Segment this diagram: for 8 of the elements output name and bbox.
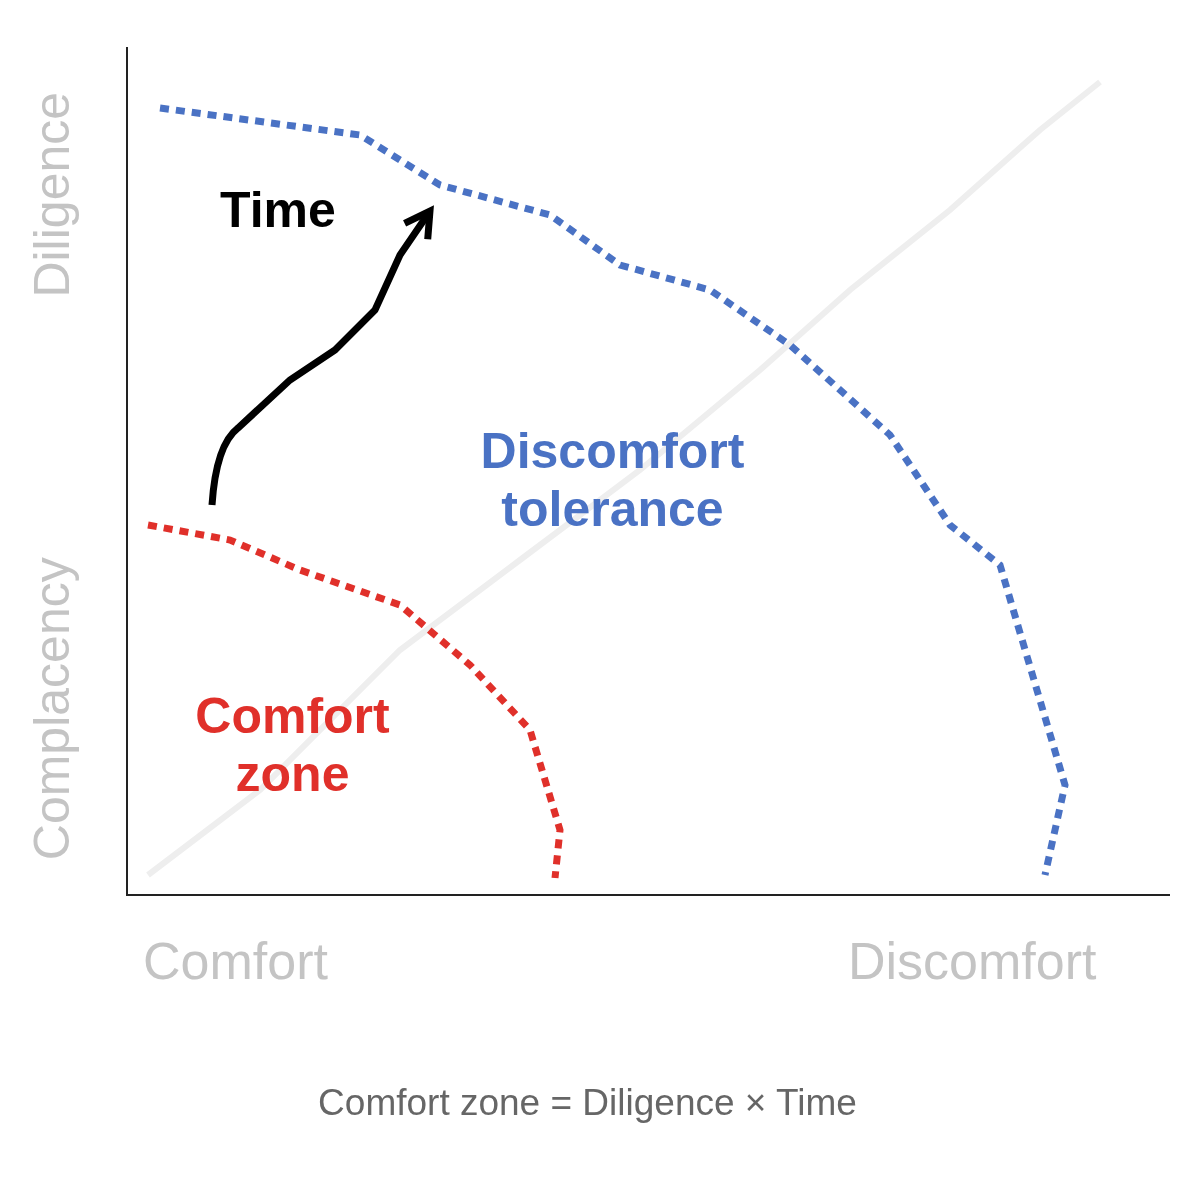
arrow-label: Time bbox=[220, 182, 336, 240]
region-label: Comfort zone bbox=[194, 688, 391, 803]
region-label: Discomfort tolerance bbox=[479, 423, 746, 538]
caption: Comfort zone = Diligence × Time bbox=[317, 1082, 858, 1125]
axis-label: Diligence bbox=[24, 90, 82, 300]
axis-label: Complacency bbox=[24, 556, 82, 863]
axis-label: Comfort bbox=[143, 932, 328, 992]
axis-label: Discomfort bbox=[848, 932, 1097, 992]
